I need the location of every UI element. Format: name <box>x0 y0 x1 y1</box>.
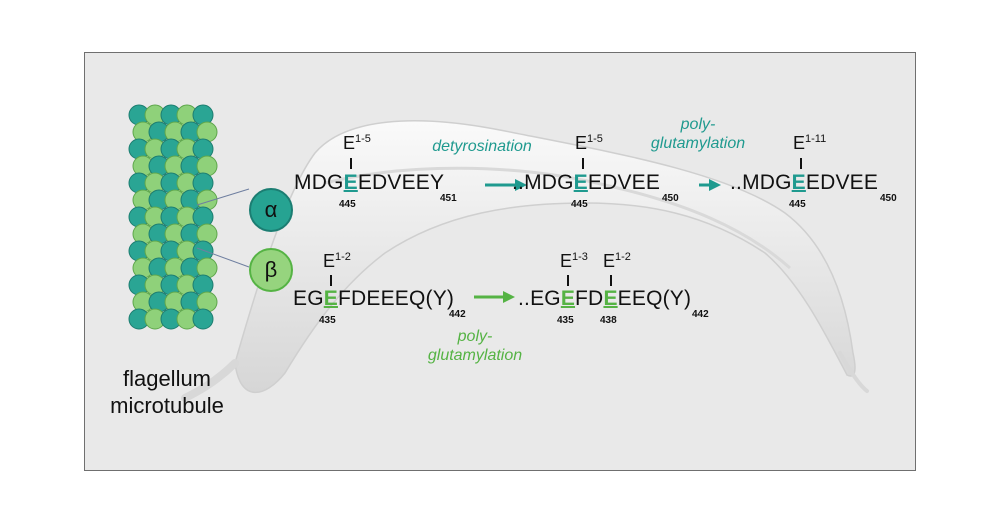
beta-step2-tick2 <box>610 275 612 286</box>
alpha-step1-residue: E <box>343 171 358 194</box>
cell-tail-shape <box>181 359 239 402</box>
alpha-step2-sequence: ..MDGEEDVEE <box>512 171 661 194</box>
beta-step2-sequence: ..EGEFDEEEQ(Y) <box>518 287 692 310</box>
alpha-step3-end-index: 450 <box>880 193 897 204</box>
alpha-step2-tick <box>582 158 584 169</box>
caption-line-1: flagellum <box>122 366 212 391</box>
alpha-step1-position: 445 <box>339 199 356 210</box>
alpha-step2-position: 445 <box>571 199 588 210</box>
alpha-step1-sequence: MDGEEDVEEY <box>294 171 445 194</box>
beta-step2-residue-2: E <box>603 287 618 310</box>
alpha-step3-position: 445 <box>789 199 806 210</box>
alpha-step1-tick <box>350 158 352 169</box>
alpha-transition1-label: detyrosination <box>432 138 532 155</box>
beta-step2-end-index: 442 <box>692 309 709 320</box>
beta-step1-position: 435 <box>319 315 336 326</box>
beta-step1-residue: E <box>323 287 338 310</box>
alpha-transition2-label: poly- glutamylation <box>650 116 746 152</box>
microtubule-cylinder <box>128 104 218 330</box>
cell-fold-shape <box>324 166 791 270</box>
beta-step2-residue-1: E <box>560 287 576 310</box>
beta-step1-tick <box>330 275 332 286</box>
microtubule-caption: flagellum microtubule <box>97 365 237 419</box>
alpha-arrow-2 <box>699 179 721 191</box>
alpha-connector-line <box>196 188 250 206</box>
alpha-step2-modification: E1-5 <box>575 133 603 153</box>
beta-connector-line <box>196 247 250 268</box>
alpha-step1-modification: E1-5 <box>343 133 371 153</box>
alpha-step3-residue: E <box>791 171 806 194</box>
beta-subunit-circle: β <box>249 248 293 292</box>
alpha-symbol: α <box>264 197 278 222</box>
beta-step2-position-1: 435 <box>557 315 574 326</box>
beta-step2-mod2: E1-2 <box>603 251 631 271</box>
beta-symbol: β <box>264 257 278 282</box>
alpha-step2-end-index: 450 <box>662 193 679 204</box>
beta-step2-mod1: E1-3 <box>560 251 588 271</box>
beta-step1-sequence: EGEFDEEEQ(Y) <box>293 287 455 310</box>
background-illustration <box>128 104 869 402</box>
alpha-arrow-1 <box>485 179 527 191</box>
alpha-step2-residue: E <box>573 171 588 194</box>
beta-step1-end-index: 442 <box>449 309 466 320</box>
alpha-step3-sequence: ..MDGEEDVEE <box>730 171 879 194</box>
alpha-step1-end-index: 451 <box>440 193 457 204</box>
caption-line-2: microtubule <box>110 393 224 418</box>
beta-step2-position-2: 438 <box>600 315 617 326</box>
alpha-step3-modification: E1-11 <box>793 133 827 153</box>
alpha-step3-tick <box>800 158 802 169</box>
alpha-subunit-circle: α <box>249 188 293 232</box>
figure-panel: α β flagellum microtubule E1-5 MDGEEDVEE… <box>84 52 916 471</box>
tubulin-dimer-circle <box>192 308 214 330</box>
beta-transition1-label: poly- glutamylation <box>427 328 523 364</box>
beta-arrow-1 <box>474 291 515 303</box>
cell-body-shape <box>234 120 856 394</box>
beta-step2-tick1 <box>567 275 569 286</box>
flagellum-tip-shape <box>838 351 869 393</box>
beta-step1-modification: E1-2 <box>323 251 351 271</box>
